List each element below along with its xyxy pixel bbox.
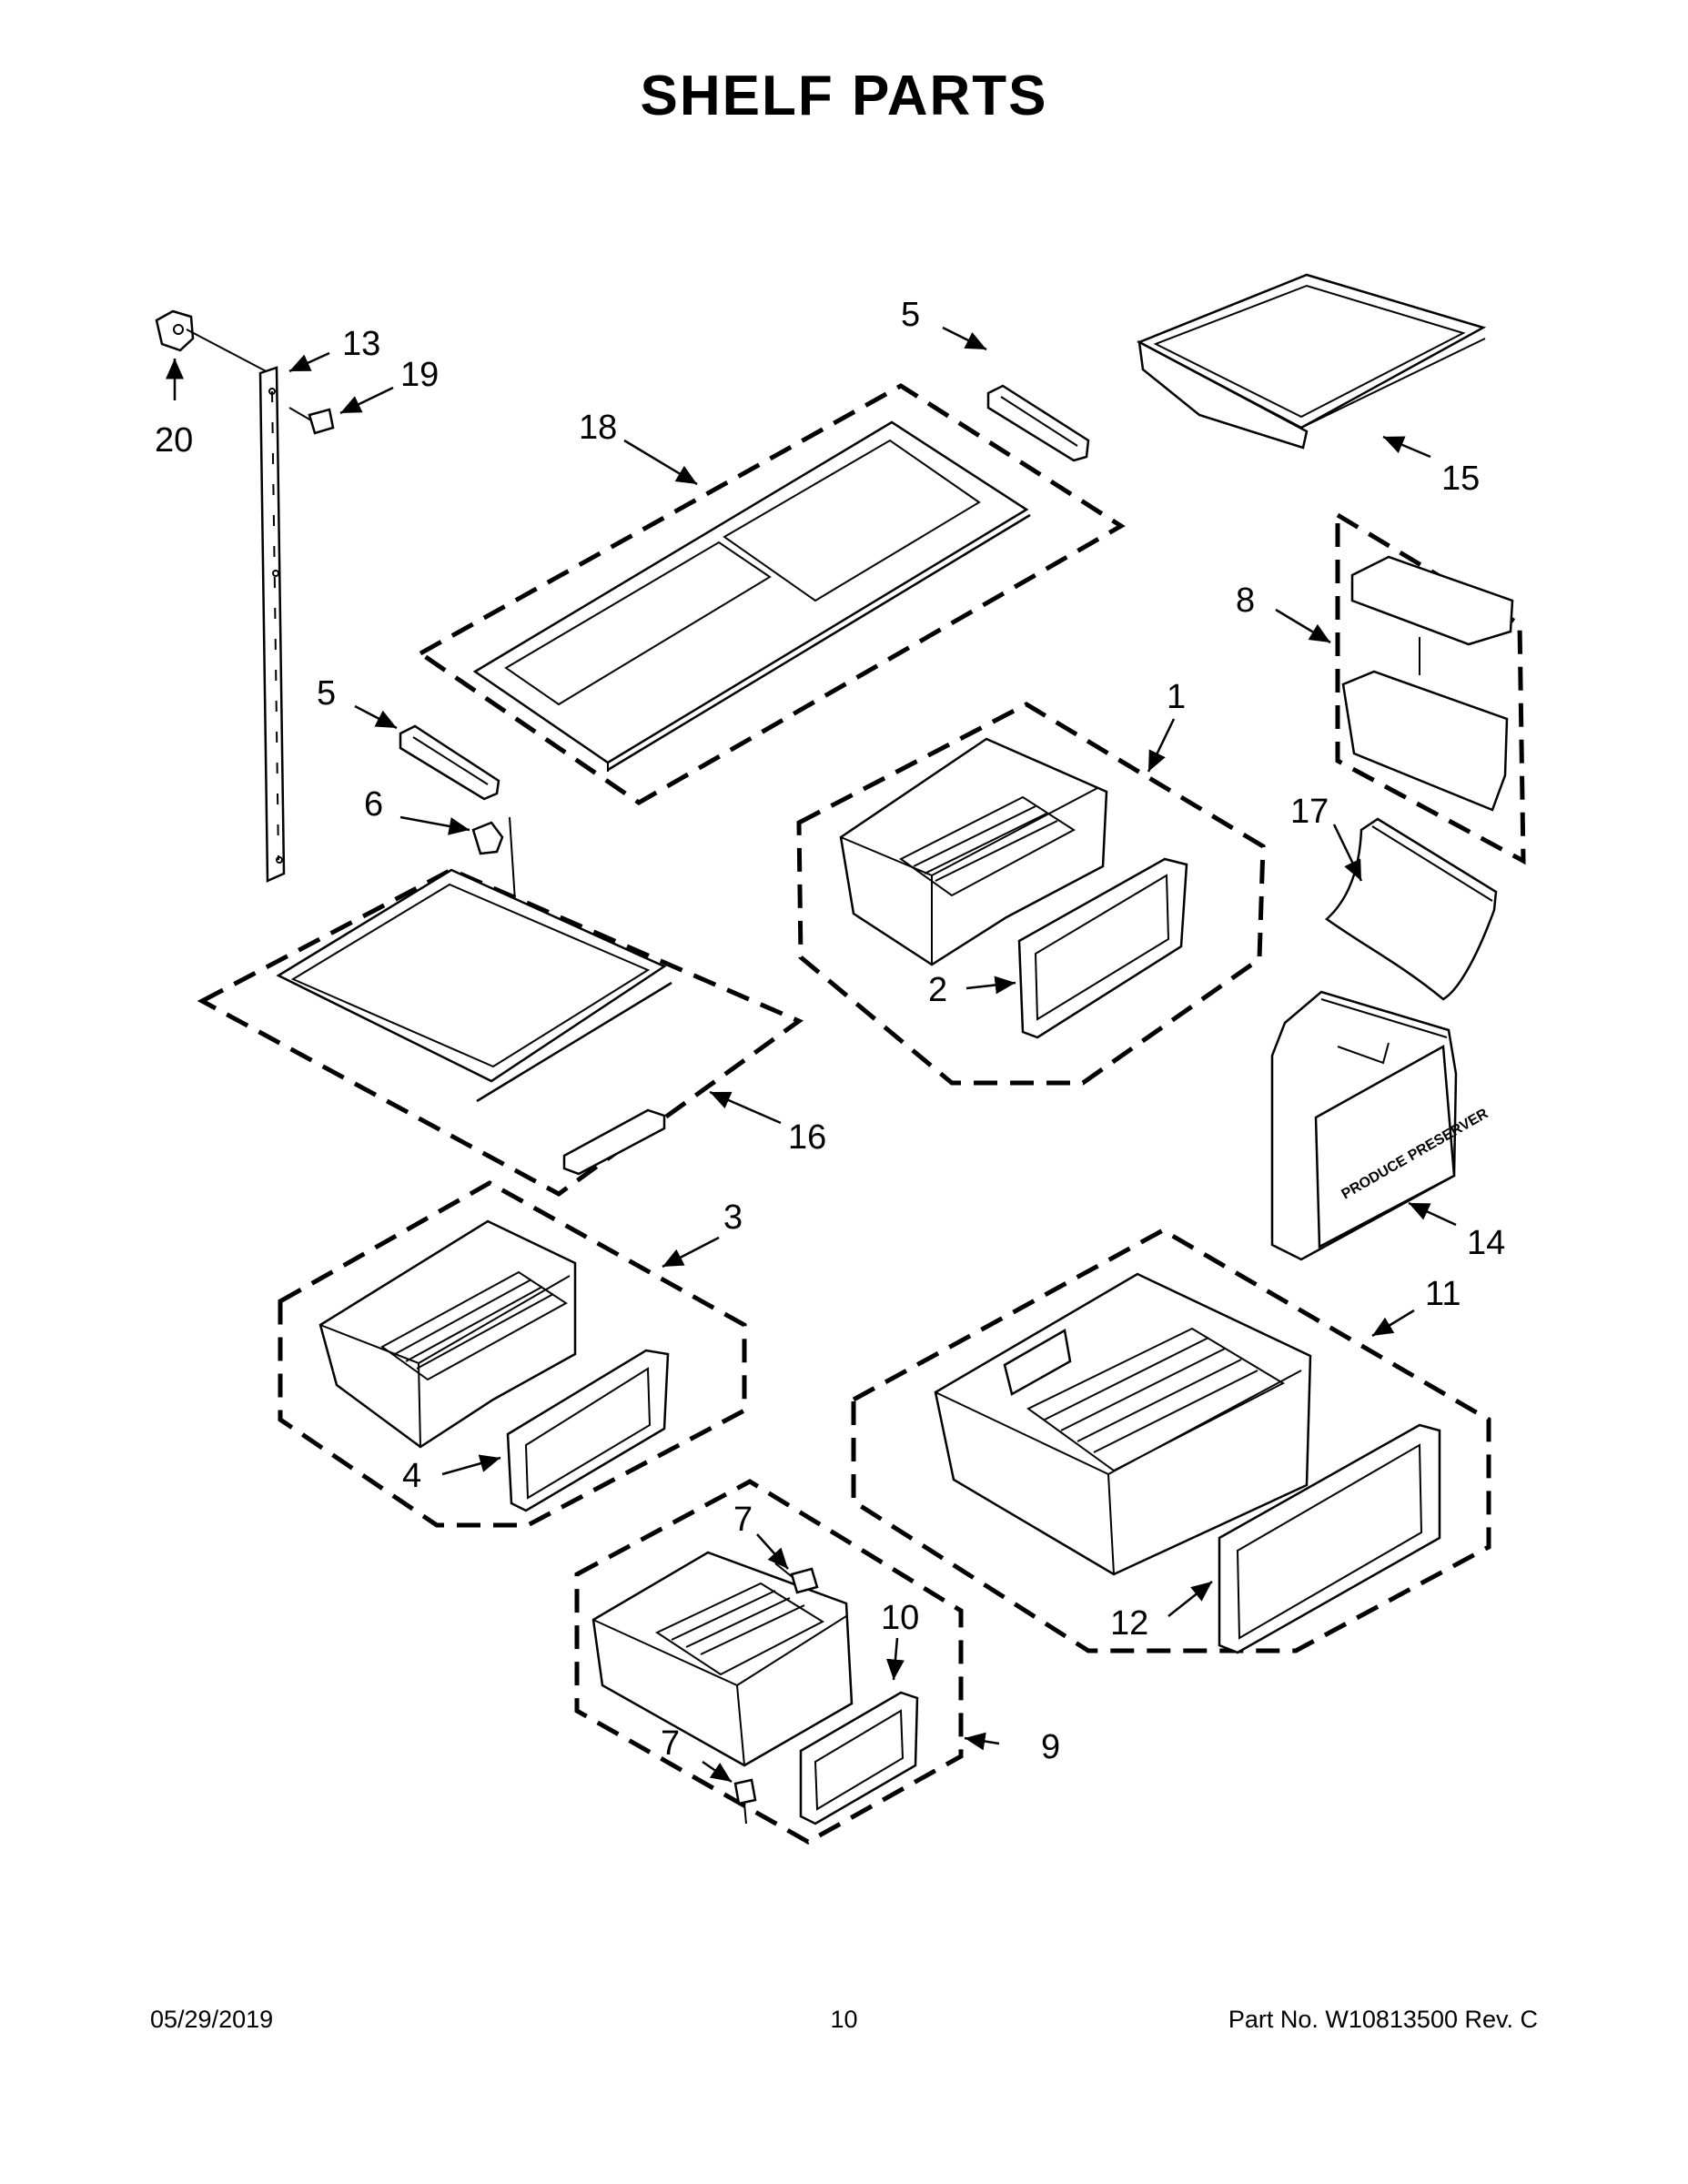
leader-lines: [166, 326, 1457, 1784]
part-1-drawer: [839, 737, 1108, 966]
part-13-ladder-rail: [258, 366, 286, 883]
part-7-screw-lower: [733, 1778, 757, 1825]
part-3-drawer: [318, 1219, 577, 1449]
callout-4: 4: [402, 1457, 421, 1495]
part-5-lower-cover: [399, 724, 500, 801]
part-9-drawer: [591, 1551, 854, 1767]
callout-12: 12: [1110, 1604, 1148, 1643]
callout-5-upper: 5: [901, 296, 920, 334]
callout-18: 18: [579, 409, 617, 447]
callout-11: 11: [1425, 1275, 1461, 1313]
part-12-drawer-front: [1218, 1423, 1441, 1654]
part-4-drawer-front: [506, 1349, 670, 1512]
callout-7-lower: 7: [661, 1724, 680, 1763]
callout-7-upper: 7: [733, 1501, 753, 1539]
callout-8: 8: [1236, 581, 1255, 620]
part-20-wire: [186, 329, 274, 376]
part-16-shelf: [276, 868, 672, 1176]
part-8-container: [1341, 555, 1514, 812]
callout-19: 19: [400, 356, 439, 394]
callout-15: 15: [1441, 460, 1480, 498]
callout-13: 13: [342, 325, 380, 363]
callout-14: 14: [1467, 1224, 1505, 1262]
callout-2: 2: [928, 971, 947, 1009]
callout-17: 17: [1290, 793, 1329, 831]
part-2-drawer-front: [1017, 857, 1188, 1039]
footer-page-number: 10: [830, 2006, 858, 2033]
callout-6: 6: [364, 785, 383, 824]
footer-date: 05/29/2019: [150, 2006, 274, 2033]
footer-part-number: Part No. W10813500 Rev. C: [1228, 2006, 1538, 2033]
callout-1: 1: [1167, 678, 1186, 716]
part-6-clip: [471, 816, 516, 902]
part-14-produce-preserver: [1270, 990, 1458, 1261]
part-3-dashed-group: [278, 1180, 747, 1528]
part-1-dashed-group: [796, 702, 1266, 1086]
part-11-drawer: [934, 1272, 1312, 1576]
page-title: SHELF PARTS: [640, 65, 1048, 127]
part-18-dashed-group: [416, 383, 1126, 805]
part-11-dashed-group: [851, 1228, 1491, 1653]
callout-9: 9: [1041, 1728, 1060, 1766]
part-19-screw: [288, 407, 335, 435]
part-15-shelf: [1137, 273, 1487, 450]
callout-16: 16: [788, 1118, 826, 1157]
part-17-cover: [1325, 817, 1498, 1001]
callout-3: 3: [723, 1198, 743, 1237]
part-18-shelf: [472, 420, 1031, 772]
part-8-dashed-group: [1335, 511, 1526, 865]
callout-10: 10: [881, 1599, 919, 1637]
part-20-endcap: [155, 309, 195, 352]
callout-20: 20: [155, 421, 193, 460]
part-10-drawer-front: [799, 1691, 919, 1825]
part-16-dashed-group: [197, 867, 804, 1197]
part-9-dashed-group: [574, 1479, 964, 1845]
part-5-upper-cover: [986, 384, 1090, 462]
callout-5-lower: 5: [317, 674, 336, 713]
